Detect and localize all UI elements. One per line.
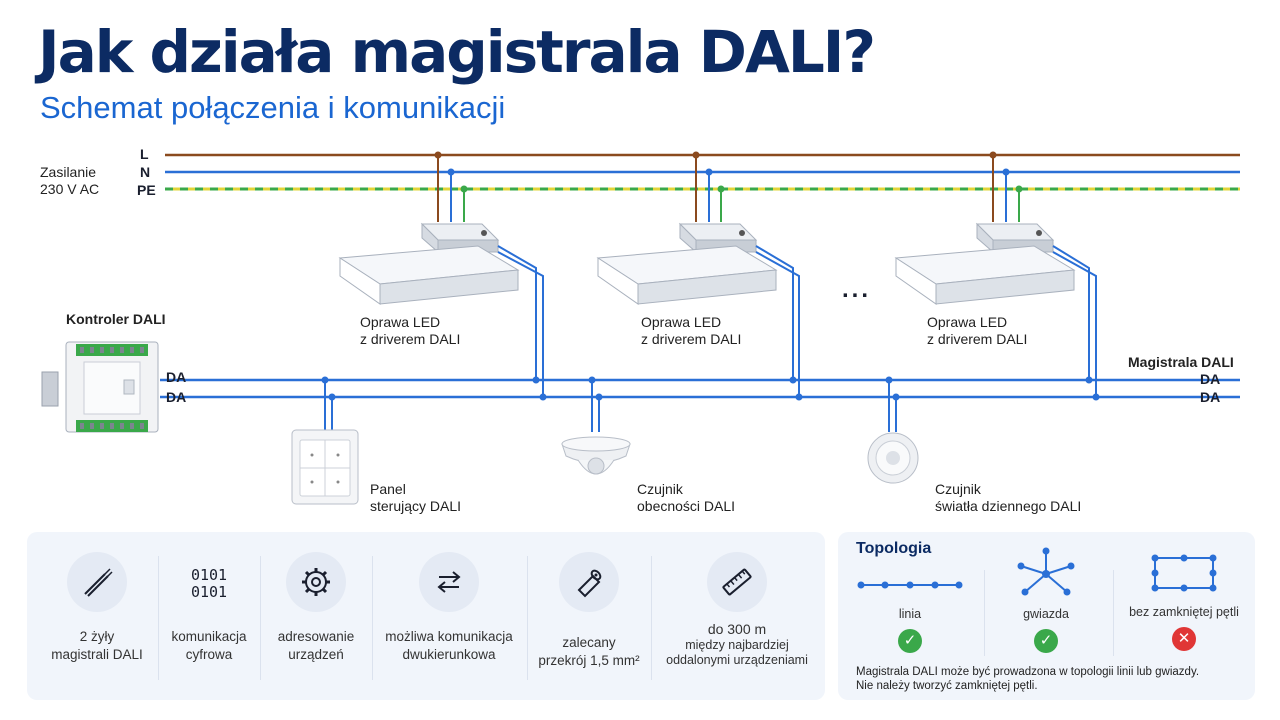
dali-wiring-diagram bbox=[41, 151, 1240, 505]
feature-max-length: do 300 m między najbardziej oddalonymi u… bbox=[652, 552, 822, 668]
daylight-sensor-device bbox=[867, 432, 919, 484]
luminaire-label-1: Oprawa LED z driverem DALI bbox=[360, 314, 461, 347]
bus-label-da1: DA bbox=[166, 369, 187, 385]
page-title: Jak działa magistrala DALI? bbox=[38, 18, 876, 86]
feature-cross-section: zalecany przekrój 1,5 mm² bbox=[528, 552, 650, 670]
feature-two-wires: 2 żyły magistrali DALI bbox=[37, 552, 157, 664]
topology-star: gwiazda ✓ bbox=[986, 546, 1106, 653]
bus-title-right: Magistrala DALI bbox=[1128, 354, 1234, 370]
check-icon: ✓ bbox=[898, 629, 922, 653]
cable-icon bbox=[67, 552, 127, 612]
star-topology-icon bbox=[1017, 547, 1075, 596]
topology-no-loop: bez zamkniętej pętli ✕ bbox=[1118, 552, 1250, 651]
page-subtitle: Schemat połączenia i komunikacji bbox=[40, 90, 506, 125]
cable-cross-section-icon bbox=[559, 552, 619, 612]
gear-icon bbox=[286, 552, 346, 612]
luminaire-1 bbox=[338, 222, 520, 305]
device-label-presence-sensor: Czujnik obecności DALI bbox=[637, 481, 736, 514]
bus-label-right-da1: DA bbox=[1200, 371, 1221, 387]
wire-label-n: N bbox=[140, 164, 151, 180]
luminaire-power-drops bbox=[434, 151, 1023, 222]
presence-sensor-device bbox=[561, 436, 631, 475]
feature-bidirectional: możliwa komunikacja dwukierunkowa bbox=[373, 552, 525, 664]
device-dali-drops bbox=[324, 380, 897, 432]
topology-note: Magistrala DALI może być prowadzona w to… bbox=[856, 666, 1200, 692]
wire-label-pe: PE bbox=[137, 182, 156, 198]
feature-addressing: adresowanie urządzeń bbox=[261, 552, 371, 664]
topology-title: Topologia bbox=[856, 540, 932, 557]
wire-label-l: L bbox=[140, 146, 149, 162]
topology-line: linia ✓ bbox=[850, 572, 970, 653]
loop-topology-icon bbox=[1151, 554, 1217, 592]
luminaire-3 bbox=[894, 222, 1076, 305]
luminaire-2 bbox=[596, 222, 778, 305]
line-topology-icon bbox=[857, 581, 963, 589]
device-label-daylight-sensor: Czujnik światła dziennego DALI bbox=[935, 481, 1082, 514]
power-supply-label: Zasilanie 230 V AC bbox=[40, 164, 100, 197]
luminaire-label-3: Oprawa LED z driverem DALI bbox=[927, 314, 1028, 347]
bidirectional-arrows-icon bbox=[419, 552, 479, 612]
controller-label: Kontroler DALI bbox=[66, 311, 166, 327]
topology-panel: Topologia linia ✓ gwiazda ✓ bez zamknięt… bbox=[838, 532, 1255, 700]
more-devices-ellipsis: ... bbox=[842, 276, 872, 303]
luminaire-label-2: Oprawa LED z driverem DALI bbox=[641, 314, 742, 347]
ruler-icon bbox=[707, 552, 767, 612]
device-label-panel: Panel sterujący DALI bbox=[370, 481, 462, 514]
luminaire-dali-drops bbox=[497, 245, 1097, 397]
cross-icon: ✕ bbox=[1172, 627, 1196, 651]
dali-controller-device bbox=[41, 341, 159, 433]
bus-label-da2: DA bbox=[166, 389, 187, 405]
check-icon: ✓ bbox=[1034, 629, 1058, 653]
bus-label-right-da2: DA bbox=[1200, 389, 1221, 405]
control-panel-device bbox=[291, 429, 359, 505]
